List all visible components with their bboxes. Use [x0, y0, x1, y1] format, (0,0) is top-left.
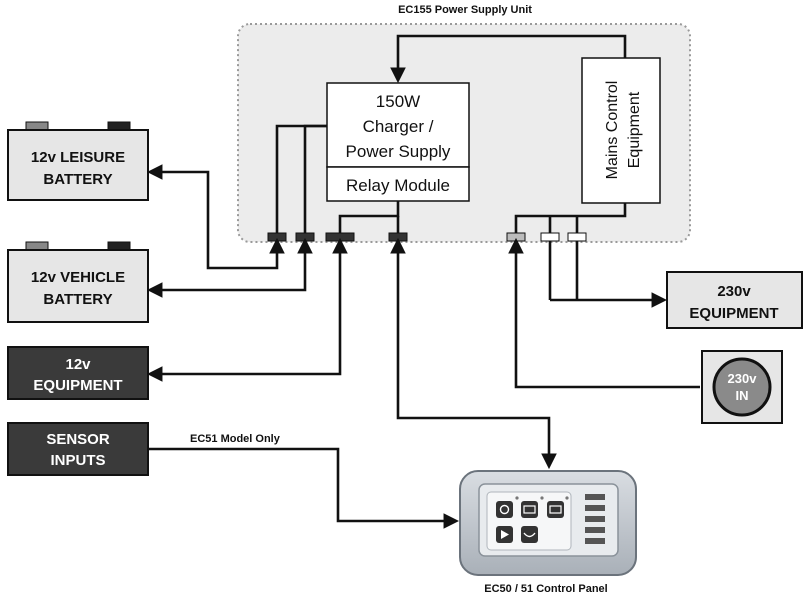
battery-2-button-icon [547, 501, 564, 518]
vehicle-battery-label-2: BATTERY [43, 291, 112, 308]
vehicle-battery-box [7, 249, 149, 323]
control-panel-level-indicators [585, 494, 605, 544]
wire-control-panel [390, 237, 557, 470]
equipment-12v: 12v EQUIPMENT [7, 346, 149, 400]
ec51-note: EC51 Model Only [190, 433, 281, 445]
sensor-inputs-label-2: INPUTS [50, 452, 105, 469]
leisure-battery: 12v LEISURE BATTERY [7, 121, 149, 201]
battery-1-button-icon [521, 501, 538, 518]
mains-in: 230v IN [701, 350, 783, 424]
charger-label-1: 150W [376, 92, 420, 111]
equipment-230v-label-1: 230v [717, 283, 751, 300]
wire-sensor-inputs [148, 447, 460, 529]
mains-control-label-2: Equipment [626, 91, 643, 168]
control-panel-caption: EC50 / 51 Control Panel [484, 583, 607, 595]
equipment-230v-label-2: EQUIPMENT [689, 305, 778, 322]
equipment-230v-box [666, 271, 803, 329]
equipment-230v: 230v EQUIPMENT [666, 271, 803, 329]
terminal-12v-equipment [325, 232, 355, 242]
power-supply-unit: EC155 Power Supply Unit 150W Charger / P… [237, 4, 691, 243]
mains-in-socket-icon [712, 357, 772, 417]
wire-12v-equipment [146, 237, 348, 382]
leisure-battery-label-1: 12v LEISURE [31, 149, 125, 166]
mains-control-block [581, 57, 661, 204]
equipment-12v-label-1: 12v [65, 356, 91, 373]
power-button-icon [496, 501, 513, 518]
sensor-inputs-box [7, 422, 149, 476]
relay-module-label: Relay Module [346, 176, 450, 195]
mains-control-label-1: Mains Control [604, 81, 621, 180]
terminal-leisure [267, 232, 287, 242]
equipment-12v-label-2: EQUIPMENT [33, 377, 122, 394]
sensor-inputs-label-1: SENSOR [46, 431, 110, 448]
charger-block [326, 82, 470, 168]
charger-label-3: Power Supply [346, 142, 451, 161]
control-panel-buttons [496, 496, 569, 543]
control-panel: EC50 / 51 Control Panel [459, 470, 637, 595]
light-button-icon [521, 526, 538, 543]
terminal-vehicle [295, 232, 315, 242]
wire-230v-equipment [550, 241, 664, 300]
leisure-battery-label-2: BATTERY [43, 171, 112, 188]
sensor-inputs: SENSOR INPUTS [7, 422, 149, 476]
terminal-230v-a [540, 232, 560, 242]
mains-in-label-1: 230v [728, 371, 758, 386]
psu-title: EC155 Power Supply Unit [398, 4, 532, 16]
vehicle-battery: 12v VEHICLE BATTERY [7, 241, 149, 323]
terminal-230v-b [567, 232, 587, 242]
mains-in-label-2: IN [736, 388, 749, 403]
terminal-mains-in [506, 232, 526, 242]
wire-vehicle-battery [146, 237, 313, 298]
vehicle-battery-label-1: 12v VEHICLE [31, 269, 125, 286]
terminal-control-panel [388, 232, 408, 242]
charger-label-2: Charger / [363, 117, 434, 136]
wire-mains-in [508, 237, 700, 389]
leisure-battery-box [7, 129, 149, 201]
